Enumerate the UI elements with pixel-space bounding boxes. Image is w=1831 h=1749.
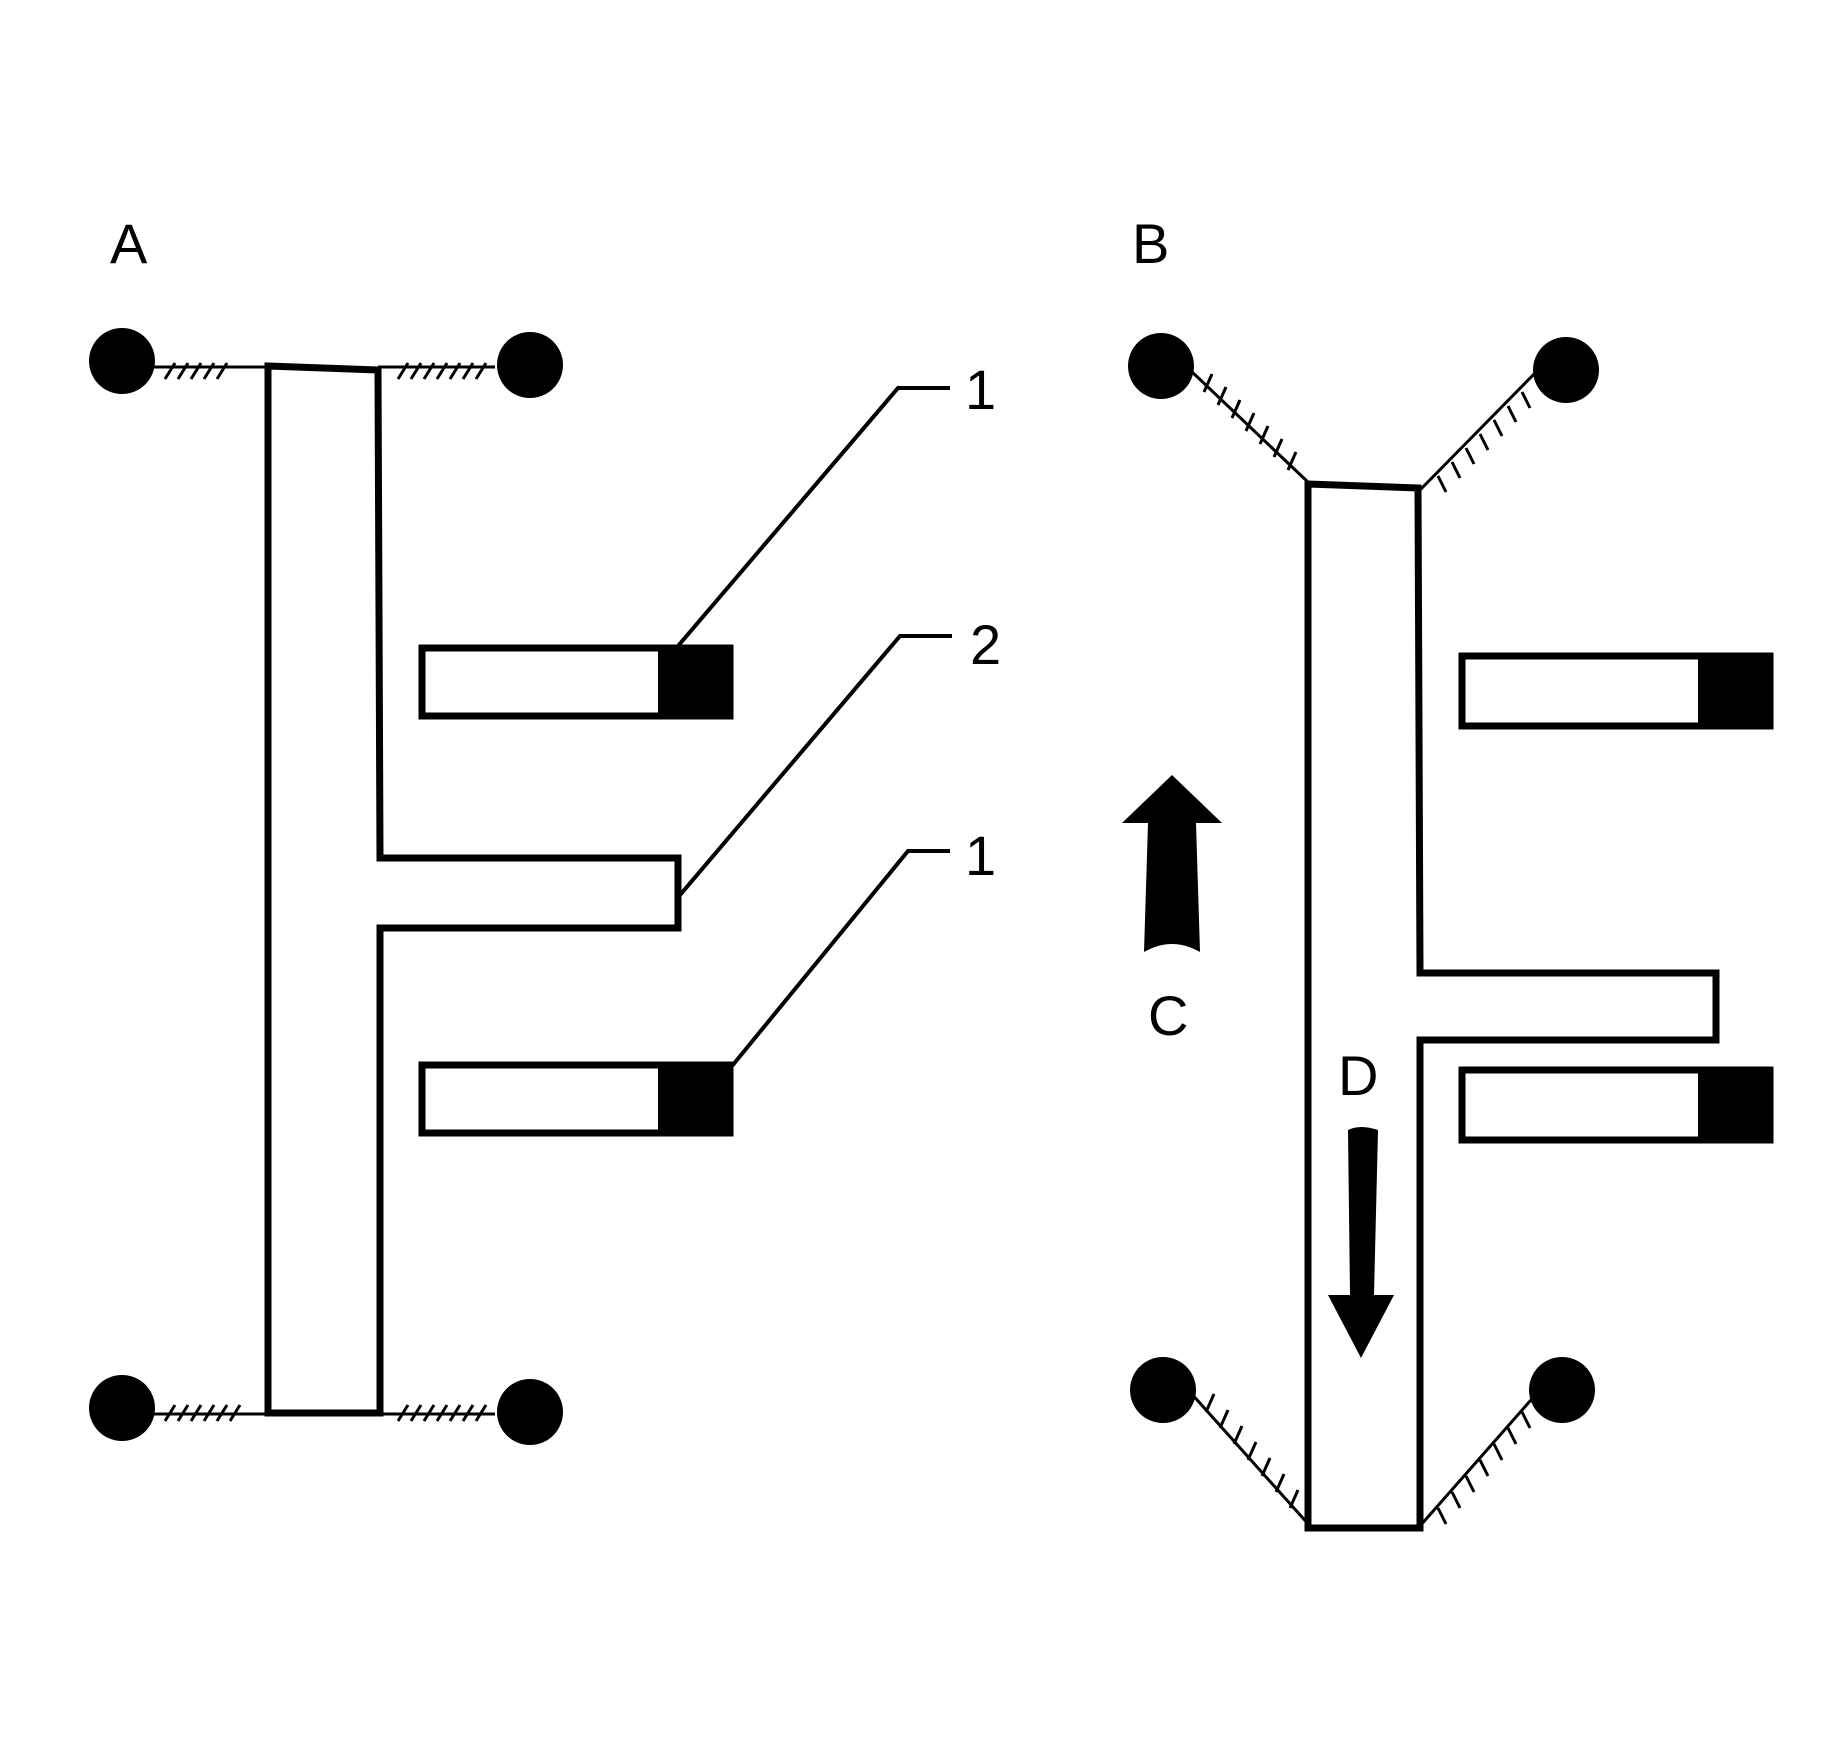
panel-a-sensor-top [418,644,734,720]
arrow-c-up-icon [1122,775,1222,952]
panel-b [1122,333,1774,1532]
leader-line-item-2 [678,634,952,897]
panel-a-anchor-top-right [497,332,563,398]
panel-b-anchor-bottom-right [1529,1357,1595,1423]
callout-item-1-top: 1 [965,358,997,421]
panel-b-shaft [1304,480,1720,1532]
leader-line-item-1-top [676,386,950,648]
callout-item-2: 2 [970,613,1002,676]
panel-b-anchor-top-right [1533,337,1599,403]
panel-a-label: A [110,212,148,275]
panel-b-sensor-bottom [1458,1066,1774,1144]
panel-a-springs [150,362,495,1422]
panel-b-sensor-top [1458,652,1774,730]
panel-a [89,328,952,1445]
leader-line-item-1-bottom [730,849,950,1068]
panel-a-anchor-top-left [89,328,155,394]
arrow-c-label: C [1148,984,1189,1047]
panel-b-springs [1188,368,1540,1528]
callout-item-1-bottom: 1 [965,824,997,887]
arrow-d-label: D [1338,1044,1379,1107]
arrow-d-down-icon [1328,1127,1394,1358]
panel-a-anchor-bottom-right [497,1379,563,1445]
panel-b-anchor-top-left [1128,333,1194,399]
panel-b-label: B [1132,212,1170,275]
panel-b-anchor-bottom-left [1130,1357,1196,1423]
panel-a-sensor-bottom [418,1061,734,1137]
panel-a-anchor-bottom-left [89,1375,155,1441]
panel-a-shaft [264,362,682,1417]
